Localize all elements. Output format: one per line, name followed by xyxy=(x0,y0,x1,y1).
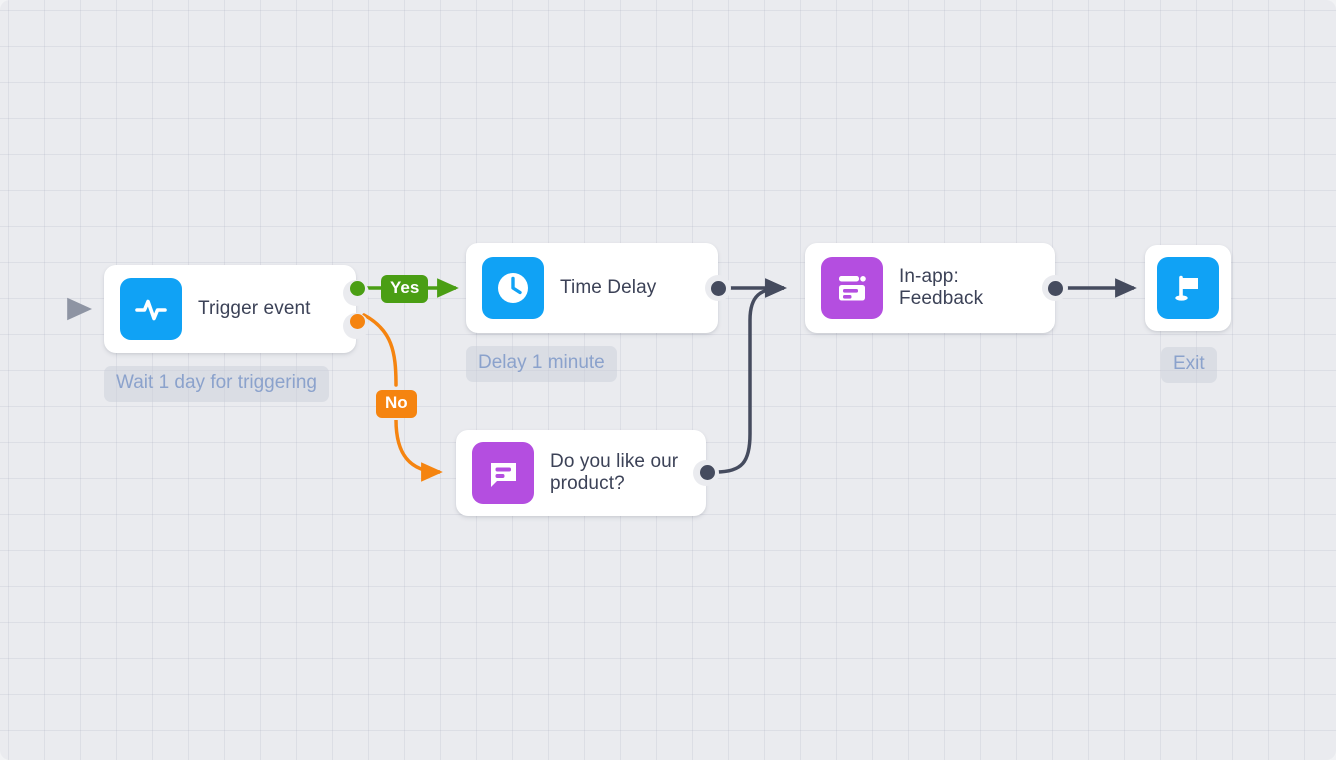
node-time-delay-sublabel: Delay 1 minute xyxy=(466,346,617,382)
output-port-yes[interactable] xyxy=(350,281,365,296)
output-port-question[interactable] xyxy=(700,465,715,480)
node-trigger-event-label: Trigger event xyxy=(198,297,311,319)
node-question-label: Do you like our product? xyxy=(550,450,679,494)
node-time-delay[interactable]: Time Delay xyxy=(466,243,731,333)
output-port-no[interactable] xyxy=(350,314,365,329)
output-port-in-app-feedback[interactable] xyxy=(1048,281,1063,296)
node-exit[interactable] xyxy=(1145,245,1231,331)
node-trigger-event[interactable]: Trigger event xyxy=(104,265,369,353)
node-in-app-feedback[interactable]: In-app: Feedback xyxy=(805,243,1068,333)
clock-icon xyxy=(482,257,544,319)
pulse-icon xyxy=(120,278,182,340)
in-app-window-icon xyxy=(821,257,883,319)
branch-badge-yes[interactable]: Yes xyxy=(381,275,429,303)
node-trigger-event-sublabel: Wait 1 day for triggering xyxy=(104,366,329,402)
flag-icon xyxy=(1157,257,1219,319)
branch-badge-no[interactable]: No xyxy=(376,390,417,418)
edge-question-to-feedback xyxy=(715,278,787,474)
chat-bubble-icon xyxy=(472,442,534,504)
node-in-app-feedback-label: In-app: Feedback xyxy=(899,265,984,309)
edge-trigger-no-lower xyxy=(394,419,443,482)
node-exit-sublabel: Exit xyxy=(1161,347,1217,383)
node-question[interactable]: Do you like our product? xyxy=(456,430,719,516)
node-time-delay-label: Time Delay xyxy=(560,276,657,298)
output-port-time-delay[interactable] xyxy=(711,281,726,296)
